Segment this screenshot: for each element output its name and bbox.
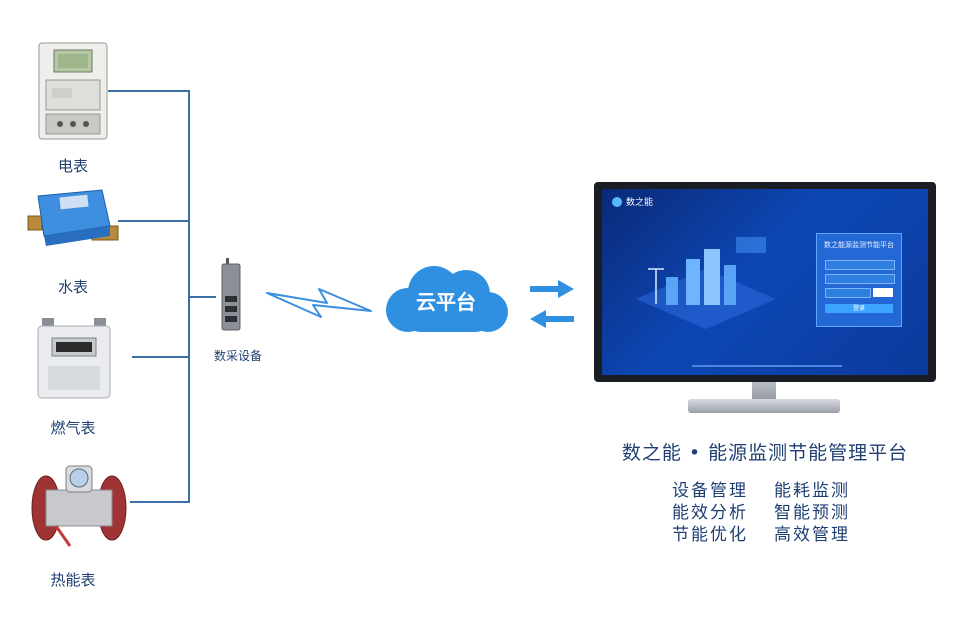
username-field[interactable]: [825, 260, 895, 270]
brand-name: 数之能: [626, 198, 654, 208]
monitor-stand-base: [688, 399, 840, 413]
login-panel: 数之能源监测节能平台 登录: [816, 233, 902, 327]
feature-item: 设备管理: [672, 481, 748, 501]
water-meter-label: 水表: [57, 278, 88, 296]
brand-logo-icon: [612, 197, 622, 207]
bus-line: [188, 90, 190, 503]
screen-footer-line: [692, 365, 842, 367]
login-title: 数之能源监测节能平台: [824, 241, 894, 249]
electric-meter-icon: [38, 42, 108, 140]
gas-meter-label: 燃气表: [50, 419, 96, 437]
connector-heat: [130, 501, 190, 503]
login-button[interactable]: 登录: [825, 304, 893, 313]
wireless-link-icon: [265, 285, 375, 323]
captcha-field[interactable]: [825, 288, 871, 298]
electric-meter-label: 电表: [57, 157, 88, 175]
feature-item: 智能预测: [774, 503, 850, 523]
cloud-icon: 云平台: [378, 262, 514, 338]
connector-gateway: [190, 296, 216, 298]
cloud-label: 云平台: [416, 289, 476, 314]
captcha-image[interactable]: [873, 288, 893, 297]
gas-meter-icon: [36, 318, 112, 400]
city-illustration: [626, 229, 786, 343]
feature-item: 能耗监测: [774, 481, 850, 501]
platform-screen: 数之能 数之能源监测节能平台 登录: [602, 189, 928, 375]
arrow-right-icon: [530, 280, 574, 302]
heat-meter-label: 热能表: [50, 571, 96, 589]
connector-water: [118, 220, 190, 222]
arrow-left-icon: [530, 310, 574, 332]
gateway-label: 数采设备: [213, 349, 262, 363]
heat-meter-icon: [30, 456, 128, 548]
feature-item: 高效管理: [774, 525, 850, 545]
feature-item: 节能优化: [672, 525, 748, 545]
platform-title: 数之能 • 能源监测节能管理平台: [621, 442, 909, 464]
connector-electric: [108, 90, 190, 92]
feature-item: 能效分析: [672, 503, 748, 523]
connector-gas: [132, 356, 190, 358]
gateway-icon: [220, 258, 242, 332]
water-meter-icon: [26, 186, 120, 252]
monitor-stand-neck: [752, 382, 776, 404]
password-field[interactable]: [825, 274, 895, 284]
